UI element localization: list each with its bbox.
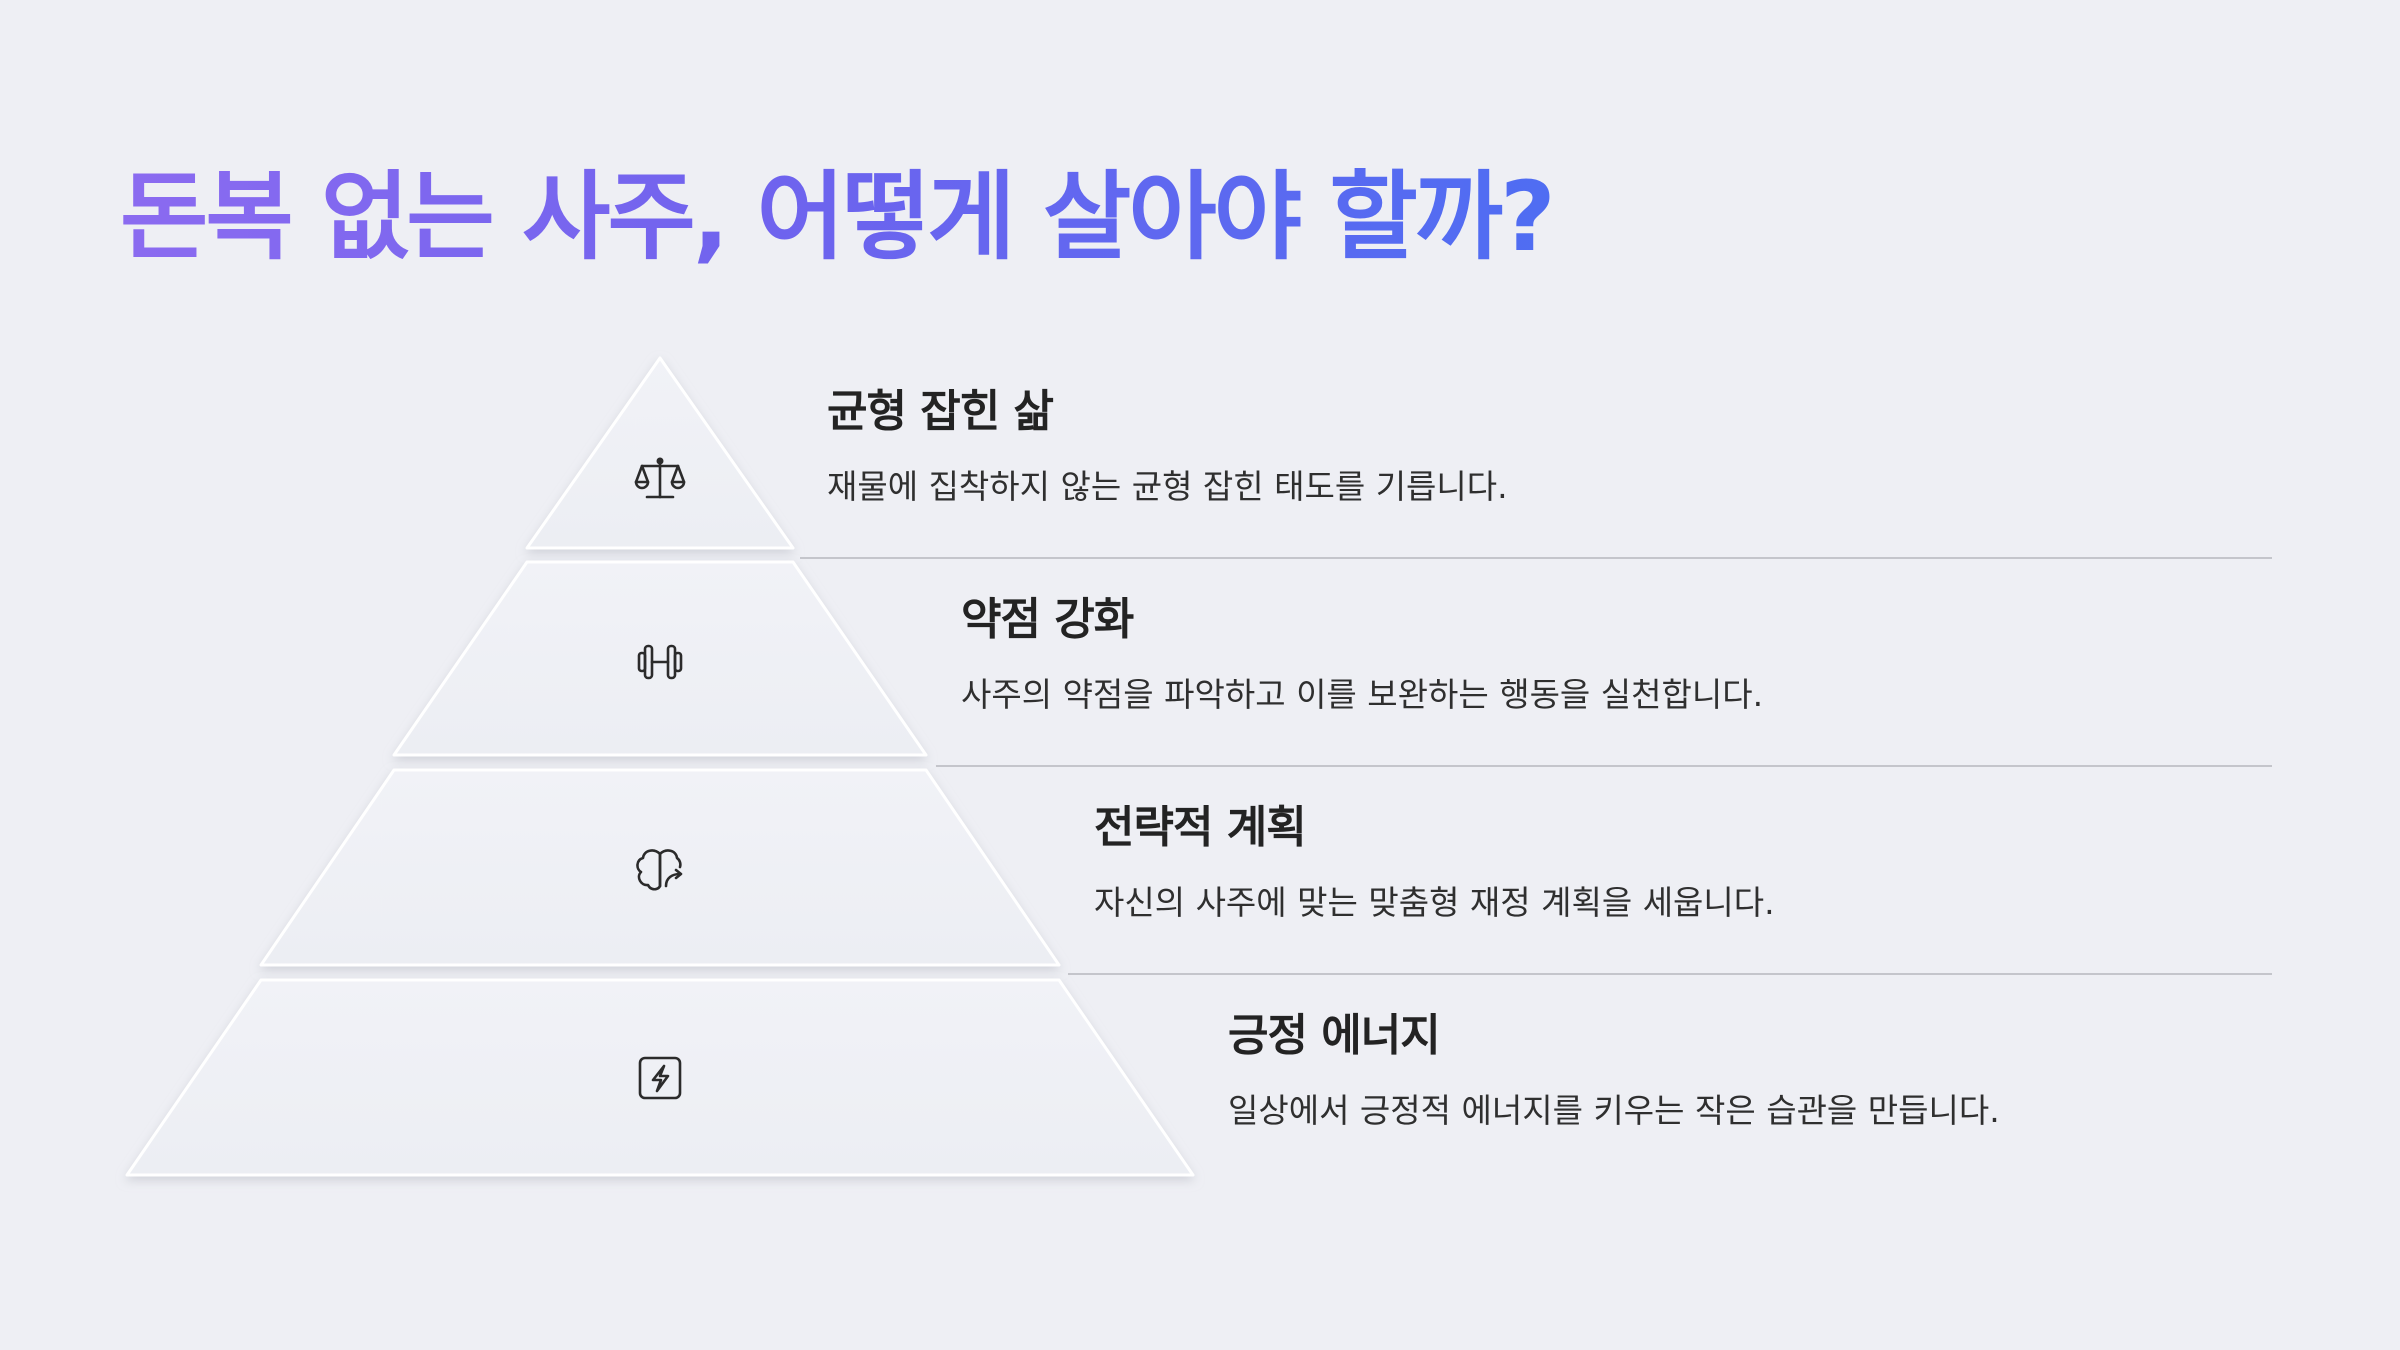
pyramid-tier-2	[392, 560, 928, 757]
pyramid-tier-1	[525, 356, 795, 550]
tier-3-text: 전략적 계획 자신의 사주에 맞는 맞춤형 재정 계획을 세웁니다.	[1094, 802, 1775, 922]
dumbbell-icon	[637, 644, 683, 680]
tier-3-description: 자신의 사주에 맞는 맞춤형 재정 계획을 세웁니다.	[1094, 882, 1775, 922]
tier-4-description: 일상에서 긍정적 에너지를 키우는 작은 습관을 만듭니다.	[1228, 1090, 2000, 1130]
tier-2-text: 약점 강화 사주의 약점을 파악하고 이를 보완하는 행동을 실천합니다.	[961, 594, 1763, 714]
tier-4-text: 긍정 에너지 일상에서 긍정적 에너지를 키우는 작은 습관을 만듭니다.	[1228, 1010, 2000, 1130]
page-title: 돈복 없는 사주, 어떻게 살아야 할까?	[120, 160, 1556, 275]
tier-1-title: 균형 잡힌 삶	[827, 386, 1054, 437]
tier-2-description: 사주의 약점을 파악하고 이를 보완하는 행동을 실천합니다.	[961, 674, 1764, 714]
tier-2-title: 약점 강화	[961, 594, 1134, 645]
pyramid-tier-4	[125, 978, 1195, 1177]
lightning-icon	[638, 1056, 682, 1100]
scale-icon	[634, 457, 686, 499]
brain-icon	[636, 849, 683, 891]
tier-3-title: 전략적 계획	[1094, 802, 1307, 853]
tier-4-title: 긍정 에너지	[1228, 1010, 1441, 1061]
tier-1-text: 균형 잡힌 삶 재물에 집착하지 않는 균형 잡힌 태도를 기릅니다.	[827, 386, 1508, 506]
tier-1-description: 재물에 집착하지 않는 균형 잡힌 태도를 기릅니다.	[827, 466, 1508, 506]
